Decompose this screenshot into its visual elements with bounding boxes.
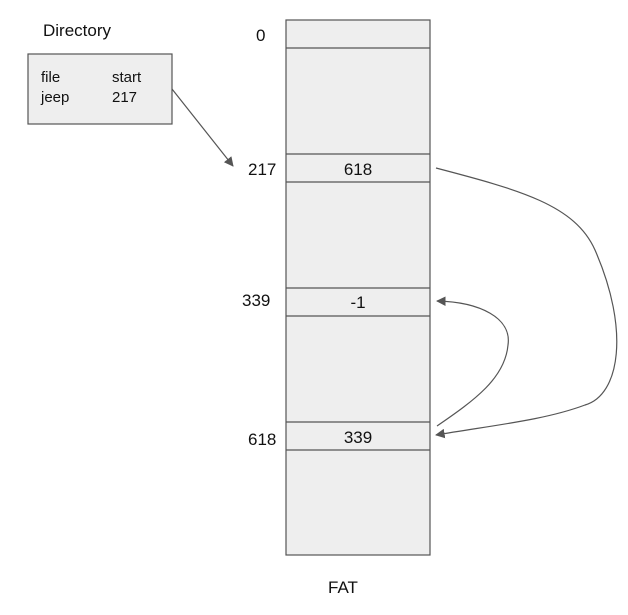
directory-entry-file: jeep — [40, 89, 69, 106]
directory-header-start: start — [112, 69, 142, 86]
arrow-217-to-618 — [435, 167, 618, 439]
fat-value-217: 618 — [344, 160, 372, 179]
directory-box — [27, 53, 173, 125]
fat-index-217: 217 — [248, 160, 276, 179]
arrow-618-to-339 — [436, 296, 509, 427]
directory-header-file: file — [41, 69, 60, 86]
fat-index-339: 339 — [242, 291, 270, 310]
arrow-directory-to-217 — [171, 88, 234, 167]
directory-title: Directory — [43, 21, 112, 40]
fat-caption: FAT — [328, 578, 358, 597]
fat-index-618: 618 — [248, 430, 276, 449]
fat-value-618: 339 — [344, 428, 372, 447]
fat-index-0: 0 — [256, 26, 265, 45]
directory-entry-start: 217 — [112, 89, 137, 106]
fat-value-339: -1 — [350, 293, 365, 312]
